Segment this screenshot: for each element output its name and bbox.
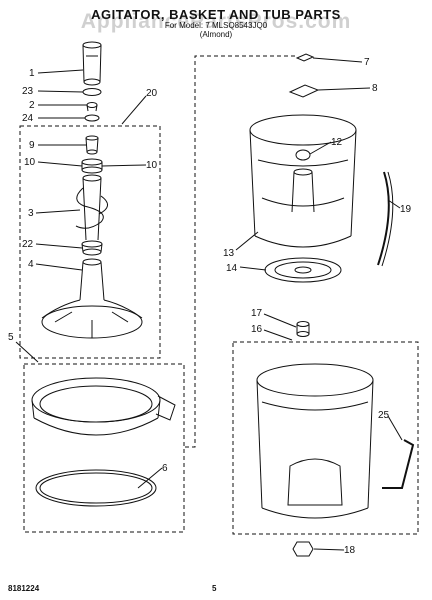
- diagram-title: AGITATOR, BASKET AND TUB PARTS: [91, 7, 341, 22]
- callout-16: 16: [251, 324, 263, 335]
- callout-24: 24: [22, 113, 34, 124]
- agitator-dogs-part: [86, 102, 98, 112]
- watermark: AppliancePartsPros.com: [80, 10, 352, 33]
- hose-part-edge: [381, 171, 394, 267]
- callout-labels: 1 23 2 24 20 9 10 10 3 22 4 5 6 7 8 12 1…: [8, 57, 412, 556]
- tub-seal-part: [35, 469, 157, 507]
- callout-9: 9: [29, 140, 35, 151]
- hose-part: [377, 171, 390, 266]
- page-number: 5: [212, 584, 217, 593]
- tub-ring-part: [31, 377, 176, 436]
- dashed-connector-line: [185, 55, 295, 448]
- outer-tub-part: [256, 363, 374, 519]
- callout-7: 7: [364, 57, 370, 68]
- callout-4: 4: [28, 259, 34, 270]
- wash-basket-part: [249, 114, 357, 248]
- callout-22: 22: [22, 239, 34, 250]
- callout-18: 18: [344, 545, 356, 556]
- drain-hose-part: [382, 439, 415, 489]
- agitator-group-box: [19, 125, 161, 359]
- callout-1: 1: [29, 68, 35, 79]
- auger-part: [75, 174, 108, 241]
- tub-ring-group-box: [23, 363, 185, 533]
- model-line: For Model: 7 MLSQ8543JQ0: [164, 21, 268, 30]
- agitator-cap-part: [82, 41, 102, 86]
- callout-3: 3: [28, 208, 34, 219]
- spanner-nut-hub-part: [296, 321, 310, 337]
- agitator-base-part: [41, 258, 143, 339]
- callout-2: 2: [29, 100, 35, 111]
- cam-part: [85, 135, 99, 155]
- leader-lines: [15, 57, 403, 551]
- hub-gear-part: [264, 257, 342, 283]
- color-line: (Almond): [199, 30, 233, 39]
- callout-10-left: 10: [24, 157, 36, 168]
- callout-8: 8: [372, 83, 378, 94]
- outer-tub-group-box: [232, 341, 419, 535]
- callout-14: 14: [226, 263, 238, 274]
- coupler-part: [81, 240, 103, 256]
- callout-20: 20: [146, 88, 158, 99]
- document-number: 8181224: [8, 584, 40, 593]
- callout-12: 12: [331, 137, 343, 148]
- callout-13: 13: [223, 248, 235, 259]
- callout-6: 6: [162, 463, 168, 474]
- drive-block-part: [288, 84, 320, 98]
- o-ring-part: [82, 88, 102, 96]
- callout-17: 17: [251, 308, 263, 319]
- callout-23: 23: [22, 86, 34, 97]
- spanner-nut-part: [295, 53, 315, 62]
- callout-5: 5: [8, 332, 14, 343]
- callout-10-right: 10: [146, 160, 158, 171]
- callout-25: 25: [378, 410, 390, 421]
- dog-clips-part: [81, 158, 103, 174]
- tub-seal-inner: [39, 472, 153, 504]
- hex-nut-part: [292, 541, 314, 557]
- washer-part: [84, 114, 100, 122]
- callout-19: 19: [400, 204, 412, 215]
